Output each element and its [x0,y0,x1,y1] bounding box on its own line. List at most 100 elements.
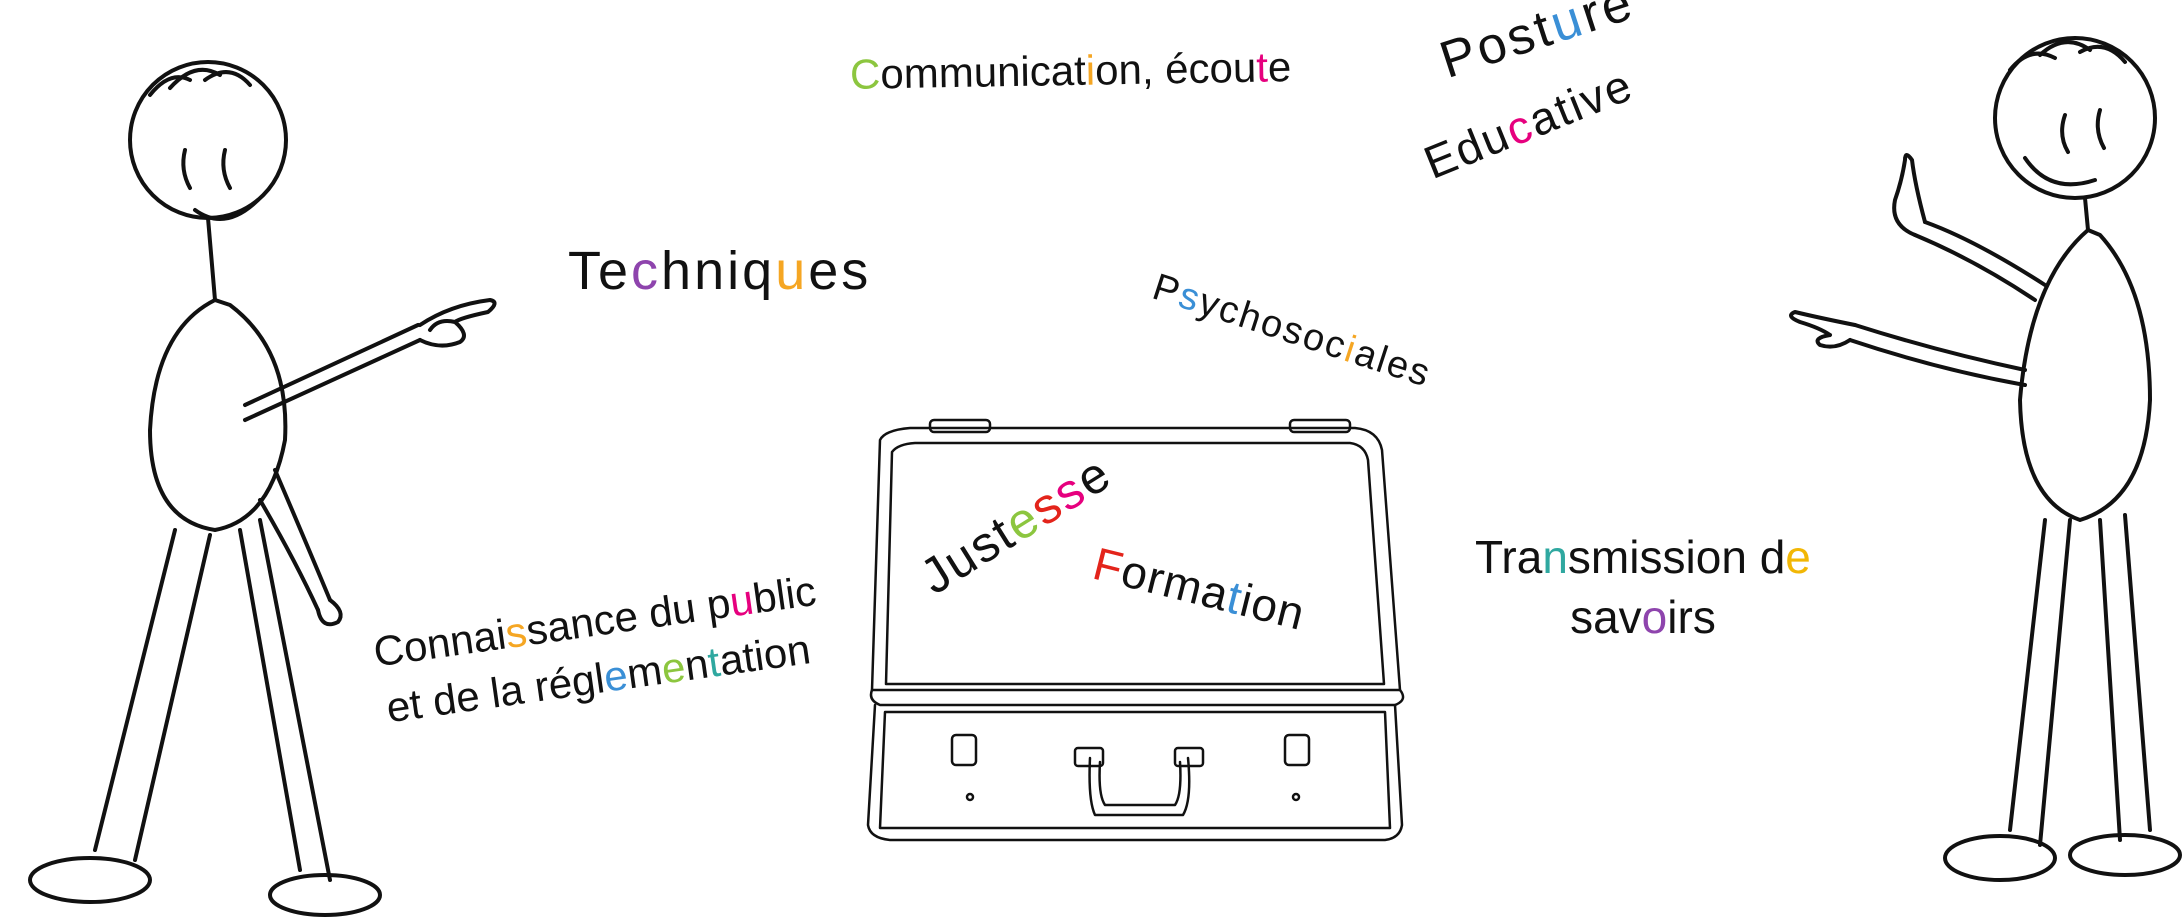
letter: C [849,50,881,98]
right-figure-eyes [2060,108,2106,154]
suitcase-hinge-right [1288,418,1352,434]
letter: T [1475,531,1502,583]
left-figure-eyes [181,148,232,190]
word-techniques: Techniques [568,244,871,298]
letter: n [996,47,1021,96]
letter: e [1785,531,1811,583]
letter: s [1662,531,1686,583]
right-figure-arm-point [1848,323,2027,387]
suitcase-base-body [866,703,1404,842]
word-communication: Communication, écoute [850,43,1292,98]
letter: s [1692,590,1716,643]
right-figure-legs [2008,513,2152,847]
letter: a [1050,46,1075,95]
letter: o [1094,46,1119,94]
letter: e [808,241,842,301]
letter: q [742,241,776,301]
right-figure-arm-up [1913,220,2047,302]
right-stick-figure [1789,36,2182,882]
letter: i [1629,531,1640,583]
letter: e [1267,43,1292,91]
left-figure-hand-left [316,598,343,627]
suitcase-base-inner [878,710,1392,830]
left-figure-neck [206,216,217,302]
right-figure-body [2018,228,2152,522]
letter: a [1593,590,1619,643]
left-figure-smile [193,198,260,221]
right-figure-hair [2008,40,2127,72]
left-figure-head [128,60,288,220]
word-transmission-line2: savoirs [1475,588,1811,648]
right-figure-hand-point [1789,310,1857,349]
word-communication-text: Communication, écoute [850,43,1292,98]
letter: o [1209,44,1234,92]
letter: n [1721,531,1747,583]
letter: u [1232,43,1257,92]
letter: c [1188,44,1210,92]
word-transmission: Transmission de savoirs [1475,528,1811,648]
right-figure-foot-right [2068,833,2182,877]
letter: i [1667,590,1678,643]
letter: i [727,241,743,301]
letter: a [1516,531,1543,583]
letter: n [1542,531,1568,583]
letter: c [1029,47,1052,95]
letter: i [1685,531,1696,583]
suitcase-base-top [869,688,1405,707]
left-figure-arm-left [258,468,332,612]
left-figure-hair [148,67,252,97]
letter: o [879,49,905,98]
letter: o [1641,590,1668,643]
suitcase-hinge-left [928,418,992,434]
right-figure-foot-left [1943,834,2057,882]
left-figure-foot-right [268,873,382,917]
letter: s [1639,531,1663,583]
suitcase-latch-left [950,733,978,767]
left-figure-body [148,298,288,532]
suitcase-rivet-left [965,792,975,802]
left-figure-legs [93,518,332,882]
letter: T [568,241,598,301]
suitcase-handle-clip-left [1073,746,1105,768]
word-transmission-line1: Transmission de [1475,528,1811,588]
letter: d [1759,531,1786,583]
right-figure-head [1993,36,2157,200]
suitcase [866,418,1405,842]
suitcase-latch-right [1283,733,1311,767]
left-stick-figure [28,60,497,917]
letter: , [1141,45,1154,93]
letter: c [631,241,662,301]
letter: e [598,241,632,301]
letter: h [661,241,695,301]
suitcase-handle [1088,756,1191,817]
left-figure-foot-left [28,856,152,904]
letter: t [1073,46,1087,94]
right-figure-smile [2023,156,2097,187]
letter: v [1618,590,1642,643]
letter: s [841,241,872,301]
suitcase-lid-inner [884,441,1386,686]
suitcase-lid-outer [870,426,1402,692]
left-figure-arm-right [243,323,422,422]
letter: s [1570,590,1594,643]
suitcase-handle-clip-right [1173,746,1205,768]
letter: m [938,48,975,97]
letter [1747,531,1760,583]
letter: r [1501,531,1517,583]
letter: o [1695,531,1722,583]
letter: u [775,241,809,301]
suitcase-rivet-right [1291,792,1301,802]
letter: m [1590,531,1630,583]
letter: n [694,241,728,301]
letter: s [1567,531,1591,583]
letter: t [1255,43,1269,91]
left-figure-hand [418,298,497,348]
letter: m [903,49,940,97]
right-figure-neck [2083,196,2090,232]
letter: n [1118,45,1143,94]
letter: r [1677,590,1693,643]
right-figure-hand-up [1892,153,1927,237]
letter: é [1164,44,1189,93]
